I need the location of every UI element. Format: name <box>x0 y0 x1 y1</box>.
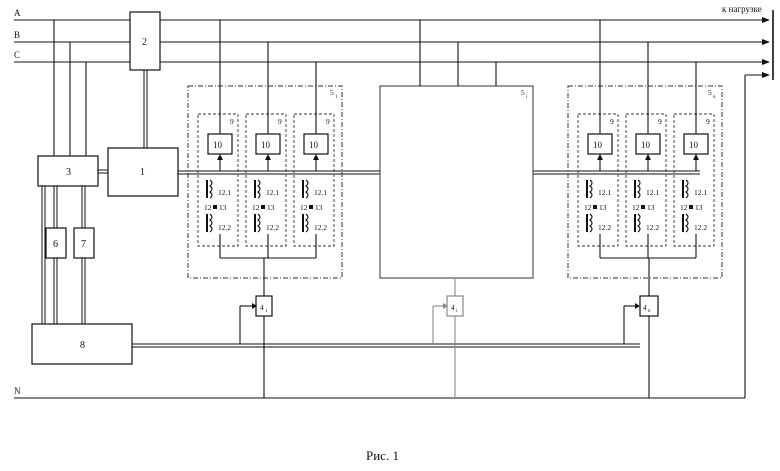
winding-12-2-icon <box>306 214 308 232</box>
cell-frame-label: 9 <box>706 117 710 126</box>
figure-caption: Рис. 1 <box>366 448 399 463</box>
arrow-a-icon <box>762 17 770 23</box>
winding-12-1-icon <box>258 180 260 198</box>
block-3-label: 3 <box>66 167 71 178</box>
cell-unit-label: 10 <box>213 140 223 150</box>
controller-4-n-label: 4 <box>643 303 647 312</box>
neutral-label: N <box>14 386 21 396</box>
winding-12-2-label: 12.2 <box>598 223 611 232</box>
svg-text:i: i <box>526 95 528 100</box>
cell-unit-label: 10 <box>689 140 699 150</box>
link-13-label: 13 <box>315 203 323 212</box>
arrow-up-icon <box>313 154 319 160</box>
link-node-icon <box>641 205 645 209</box>
arrow-c-icon <box>762 59 770 65</box>
link-node-icon <box>689 205 693 209</box>
core-12-label: 12 <box>680 203 688 212</box>
winding-12-1-label: 12.1 <box>314 188 327 197</box>
core-12-label: 12 <box>300 203 308 212</box>
link-13-label: 13 <box>219 203 227 212</box>
phase-c-label: C <box>14 50 20 60</box>
winding-12-1-label: 12.1 <box>598 188 611 197</box>
cell-unit-label: 10 <box>261 140 271 150</box>
arrow-up-icon <box>597 154 603 160</box>
cell-frame-label: 9 <box>230 117 234 126</box>
load-label: к нагрузке <box>722 4 762 14</box>
link-node-icon <box>261 205 265 209</box>
arrow-up-icon <box>645 154 651 160</box>
link-13-label: 13 <box>647 203 655 212</box>
cell-frame-label: 9 <box>326 117 330 126</box>
arrow-up-icon <box>693 154 699 160</box>
cell-frame-label: 9 <box>610 117 614 126</box>
cell-frame-label: 9 <box>278 117 282 126</box>
winding-12-1-icon <box>638 180 640 198</box>
link-node-icon <box>309 205 313 209</box>
cell-unit-label: 10 <box>593 140 603 150</box>
phase-b-label: B <box>14 30 20 40</box>
link-13-label: 13 <box>599 203 607 212</box>
link-13-label: 13 <box>695 203 703 212</box>
svg-text:1: 1 <box>335 95 338 100</box>
cell-unit-label: 10 <box>641 140 651 150</box>
winding-12-2-icon <box>258 214 260 232</box>
block-8-label: 8 <box>80 340 85 351</box>
svg-text:n: n <box>713 95 716 100</box>
arrow-n-icon <box>762 72 770 78</box>
winding-12-2-label: 12.2 <box>314 223 327 232</box>
winding-12-2-icon <box>638 214 640 232</box>
svg-text:5: 5 <box>521 88 525 97</box>
phase-a-label: A <box>14 8 21 18</box>
winding-12-1-icon <box>306 180 308 198</box>
svg-text:5: 5 <box>708 88 712 97</box>
link-13-label: 13 <box>267 203 275 212</box>
svg-text:5: 5 <box>330 88 334 97</box>
winding-12-1-label: 12.1 <box>694 188 707 197</box>
module-5-n: 5 n <box>568 86 722 278</box>
winding-12-2-icon <box>590 214 592 232</box>
controller-4-1-label: 4 <box>260 303 264 312</box>
winding-12-1-label: 12.1 <box>266 188 279 197</box>
controller-4-i <box>447 296 463 316</box>
block-7-label: 7 <box>81 239 86 250</box>
module-5-1: 5 1 <box>188 86 342 278</box>
winding-12-2-label: 12.2 <box>646 223 659 232</box>
controller-4-1 <box>256 296 272 316</box>
core-12-label: 12 <box>632 203 640 212</box>
winding-12-1-icon <box>590 180 592 198</box>
winding-12-2-label: 12.2 <box>694 223 707 232</box>
core-12-label: 12 <box>204 203 212 212</box>
module-5-i: 5 i <box>380 20 533 278</box>
cell-unit-label: 10 <box>309 140 319 150</box>
controller-4-i-label: 4 <box>451 303 455 312</box>
link-node-icon <box>213 205 217 209</box>
winding-12-1-label: 12.1 <box>646 188 659 197</box>
arrow-b-icon <box>762 39 770 45</box>
arrow-up-icon <box>217 154 223 160</box>
block-1-label: 1 <box>140 167 145 178</box>
winding-12-2-icon <box>686 214 688 232</box>
arrow-up-icon <box>265 154 271 160</box>
cells-layer: 9 10 12.1 12 13 12.2 9 10 12.1 12 13 12.2 9 10 12.1 12 1… <box>198 20 714 258</box>
block-2-label: 2 <box>142 37 147 48</box>
winding-12-1-icon <box>686 180 688 198</box>
link-node-icon <box>593 205 597 209</box>
winding-12-1-label: 12.1 <box>218 188 231 197</box>
block-6-label: 6 <box>53 239 58 250</box>
winding-12-2-icon <box>210 214 212 232</box>
winding-12-1-icon <box>210 180 212 198</box>
cell-frame-label: 9 <box>658 117 662 126</box>
core-12-label: 12 <box>252 203 260 212</box>
winding-12-2-label: 12.2 <box>218 223 231 232</box>
core-12-label: 12 <box>584 203 592 212</box>
winding-12-2-label: 12.2 <box>266 223 279 232</box>
